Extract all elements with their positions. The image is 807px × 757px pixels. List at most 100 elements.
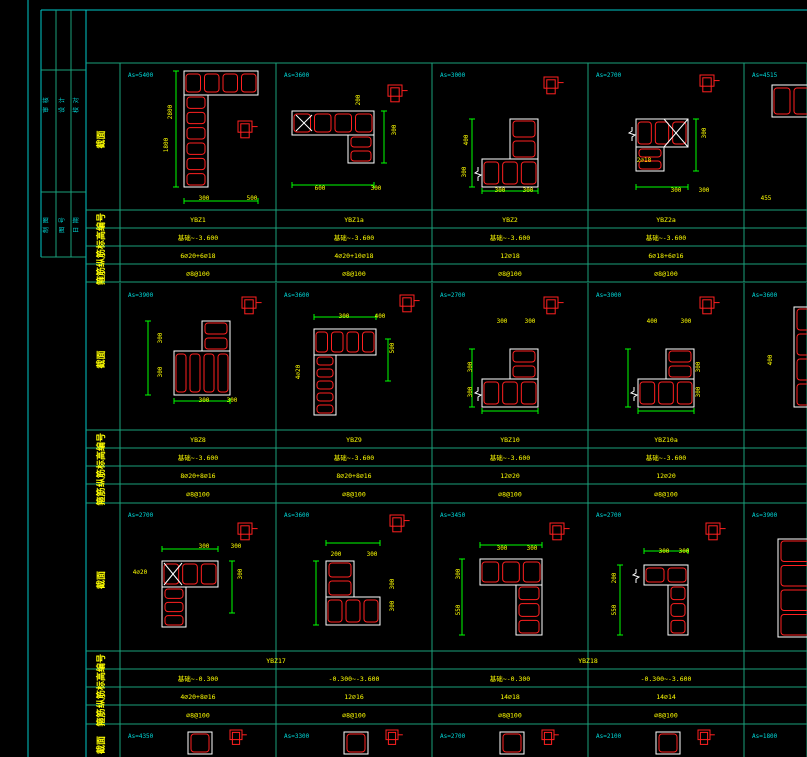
stirrup-detail-inner (699, 731, 709, 745)
cell-longitudinal: 8⌀20+8⌀16 (180, 472, 215, 480)
section-outline (515, 584, 543, 636)
dimension-label: 200 (611, 572, 618, 583)
rebar-stirrup (780, 540, 807, 562)
dimension-label: 300 (695, 361, 702, 372)
dimension-label: 300 (701, 127, 708, 138)
rebar-stirrup (327, 599, 343, 623)
rebar-stirrup (346, 331, 359, 353)
rebar-stirrup (668, 365, 692, 378)
rebar-stirrup (355, 113, 373, 133)
as-label: As=2700 (440, 733, 466, 740)
section-outline (509, 118, 539, 160)
dimension-label: 500 (389, 342, 396, 353)
section-cell: As=4515 (752, 72, 807, 118)
section-cell: As=3450 (440, 512, 570, 636)
stirrup-detail-outer (543, 76, 559, 89)
rebar-stirrup (316, 380, 334, 390)
dimension-label: 300 (199, 543, 210, 550)
cell-stirrups: ⌀8@100 (498, 712, 522, 720)
cell-longitudinal: 14⌀14 (656, 693, 676, 701)
title-block-label: 校 对 (72, 97, 80, 113)
rebar-stirrup (518, 619, 540, 634)
rebar-stirrup (345, 599, 361, 623)
section-outline (161, 560, 219, 588)
cell-elevations: 基础~-3.600 (490, 453, 530, 462)
stirrup-detail-inner (702, 77, 712, 93)
rebar-stirrup (670, 619, 686, 634)
drawing-frame (27, 0, 807, 757)
stirrup-detail-inner (546, 79, 556, 95)
as-label: As=4515 (752, 72, 778, 79)
rebar-stirrup (204, 322, 228, 335)
dimension-label: 300 (671, 187, 682, 194)
rebar-stirrup (780, 614, 807, 636)
rebar-stirrup (796, 308, 807, 331)
stirrup-detail-outer (389, 514, 405, 527)
section-outline (667, 584, 689, 636)
as-label: As=3900 (128, 292, 154, 299)
rebar-stirrup (638, 160, 662, 170)
cell-numbers: YBZ1a (344, 216, 364, 224)
stirrup-detail-inner (244, 299, 254, 315)
cell-longitudinal: 12⌀18 (500, 252, 520, 260)
cell-numbers: YBZ2a (656, 216, 676, 224)
cell-longitudinal: 4⌀20+8⌀16 (180, 693, 215, 701)
cell-longitudinal: 6⌀18+6⌀16 (648, 252, 683, 260)
dimension-label: 300 (495, 187, 506, 194)
rebar-stirrup (670, 603, 686, 617)
cell-longitudinal: 12⌀20 (656, 472, 676, 480)
section-outline (771, 84, 807, 118)
dimension-label: 300 (497, 545, 508, 552)
stirrup-detail (699, 296, 720, 315)
rebar-stirrup (502, 161, 518, 185)
cell-elevations: 基础~-3.600 (646, 233, 686, 242)
dimension-label: 4⌀20 (295, 364, 302, 379)
stirrup-detail (697, 729, 715, 745)
section-cell: As=3000 (440, 72, 564, 194)
as-label: As=3450 (440, 512, 466, 519)
dimension-label: 300 (523, 187, 534, 194)
stirrup-detail-outer (241, 296, 257, 309)
rebar-stirrup (186, 111, 206, 125)
stirrup-detail-inner (392, 517, 402, 533)
section-cell: As=4350 (128, 729, 247, 755)
rebar-stirrup (639, 381, 656, 405)
cell-elevations: -0.300~-3.600 (329, 675, 380, 683)
dimension-label: 300 (467, 386, 474, 397)
section-outline (187, 731, 213, 755)
stirrup-detail-outer (237, 522, 253, 535)
row-header-section: 截面 (95, 350, 107, 368)
dimension-label: 400 (767, 354, 774, 365)
dimension-label: 4⌀20 (133, 569, 148, 576)
section-outline (637, 378, 695, 408)
stirrup-detail-outer (697, 729, 711, 741)
section-cell: As=3600 (284, 72, 408, 188)
dimension-label: 400 (647, 318, 658, 325)
stirrup-detail-outer (705, 522, 721, 535)
rebar-stirrup (780, 589, 807, 611)
stirrup-detail (399, 294, 420, 313)
stirrup-detail-outer (387, 84, 403, 97)
dimension-label: 300 (389, 600, 396, 611)
section-outline (183, 94, 209, 188)
rebar-stirrup (793, 87, 807, 115)
stirrup-detail (241, 296, 262, 315)
section-cell: As=1800 (752, 733, 778, 740)
stirrup-detail-inner (240, 123, 250, 139)
as-label: As=3300 (284, 733, 310, 740)
rebar-stirrup (163, 563, 180, 585)
as-label: As=3000 (440, 72, 466, 79)
dimension-label: 550 (611, 604, 618, 615)
as-label: As=4350 (128, 733, 154, 740)
stirrup-detail-inner (387, 731, 397, 745)
cell-numbers: YBZ2 (502, 216, 518, 224)
rebar-stirrup (668, 350, 692, 363)
section-cell: As=2700 (440, 729, 559, 755)
rebar-stirrup (518, 603, 540, 617)
section-cell: As=2100 (596, 729, 715, 755)
row-header-number: 编号 (95, 654, 107, 672)
rebar-stirrup (502, 381, 518, 405)
row-header-stirrup: 箍筋 (95, 708, 107, 727)
dimension-label: 300 (461, 166, 468, 177)
cell-elevations: -0.300~-3.600 (641, 675, 692, 683)
